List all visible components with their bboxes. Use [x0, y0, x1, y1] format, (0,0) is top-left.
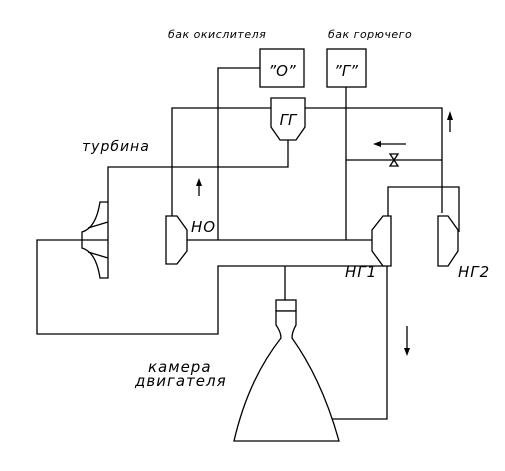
chamber-label-line1: камера: [148, 358, 212, 376]
fuel-pump-2-label: НГ2: [458, 263, 490, 281]
oxidizer-feed-line: [217, 67, 260, 240]
turbine: [81, 201, 109, 279]
gg-exhaust-line: [107, 140, 289, 202]
pipelines: [36, 67, 460, 420]
combustion-chamber: [233, 299, 340, 442]
hg2-loop-line: [387, 186, 460, 232]
oxidizer-tank-label: бак окислителя: [168, 28, 266, 41]
fuel-tank-label: бак горючего: [328, 28, 412, 41]
gg-fuel-line: [305, 107, 443, 213]
arrow-left-head: [373, 141, 381, 147]
fuel-pump-1: [371, 215, 392, 267]
chamber-injector-head: [275, 299, 297, 312]
oxidizer-pump-label: НО: [191, 218, 216, 236]
arrow-up-right-head: [447, 111, 453, 120]
turbine-return-line: [36, 239, 385, 335]
oxidizer-tank-symbol: ”О”: [268, 62, 296, 80]
fuel-tank-symbol: ”Г”: [334, 62, 358, 80]
gg-oxidizer-line: [171, 107, 271, 230]
gas-generator: [270, 97, 306, 141]
arrow-up-oxidizer-head: [196, 178, 202, 186]
fuel-pump-2: [437, 215, 459, 267]
arrow-down-head: [404, 348, 410, 356]
flow-arrows: [196, 111, 453, 356]
gas-generator-label: ГГ: [280, 111, 298, 129]
chamber-label-line2: двигателя: [134, 372, 227, 390]
turbine-label: турбина: [82, 139, 150, 155]
oxidizer-pump: [165, 215, 188, 265]
hg1-chamber-line: [327, 266, 388, 420]
bypass-valve: [388, 153, 400, 167]
fuel-pump-1-label: НГ1: [345, 263, 377, 281]
chamber-nozzle: [233, 310, 340, 442]
